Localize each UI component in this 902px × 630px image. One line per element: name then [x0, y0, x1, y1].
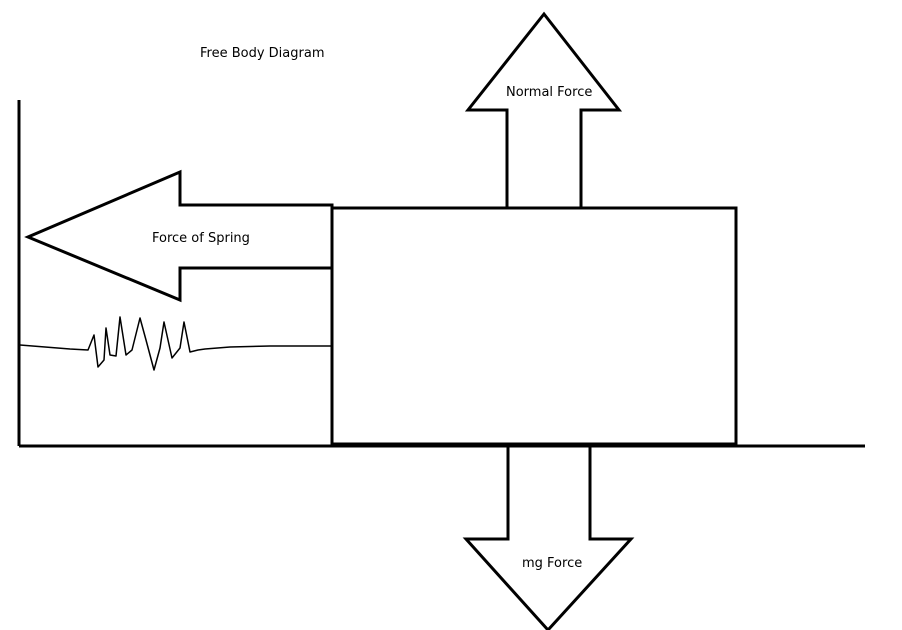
spring-force-arrow	[24, 169, 334, 303]
mg-force-arrow	[462, 444, 635, 630]
normal-force-label: Normal Force	[506, 85, 592, 100]
spring	[19, 316, 332, 371]
normal-force-arrow	[464, 11, 623, 210]
mg-force-label: mg Force	[522, 556, 582, 571]
spring-force-label: Force of Spring	[152, 231, 250, 246]
block	[330, 206, 738, 446]
diagram-title: Free Body Diagram	[200, 46, 324, 61]
